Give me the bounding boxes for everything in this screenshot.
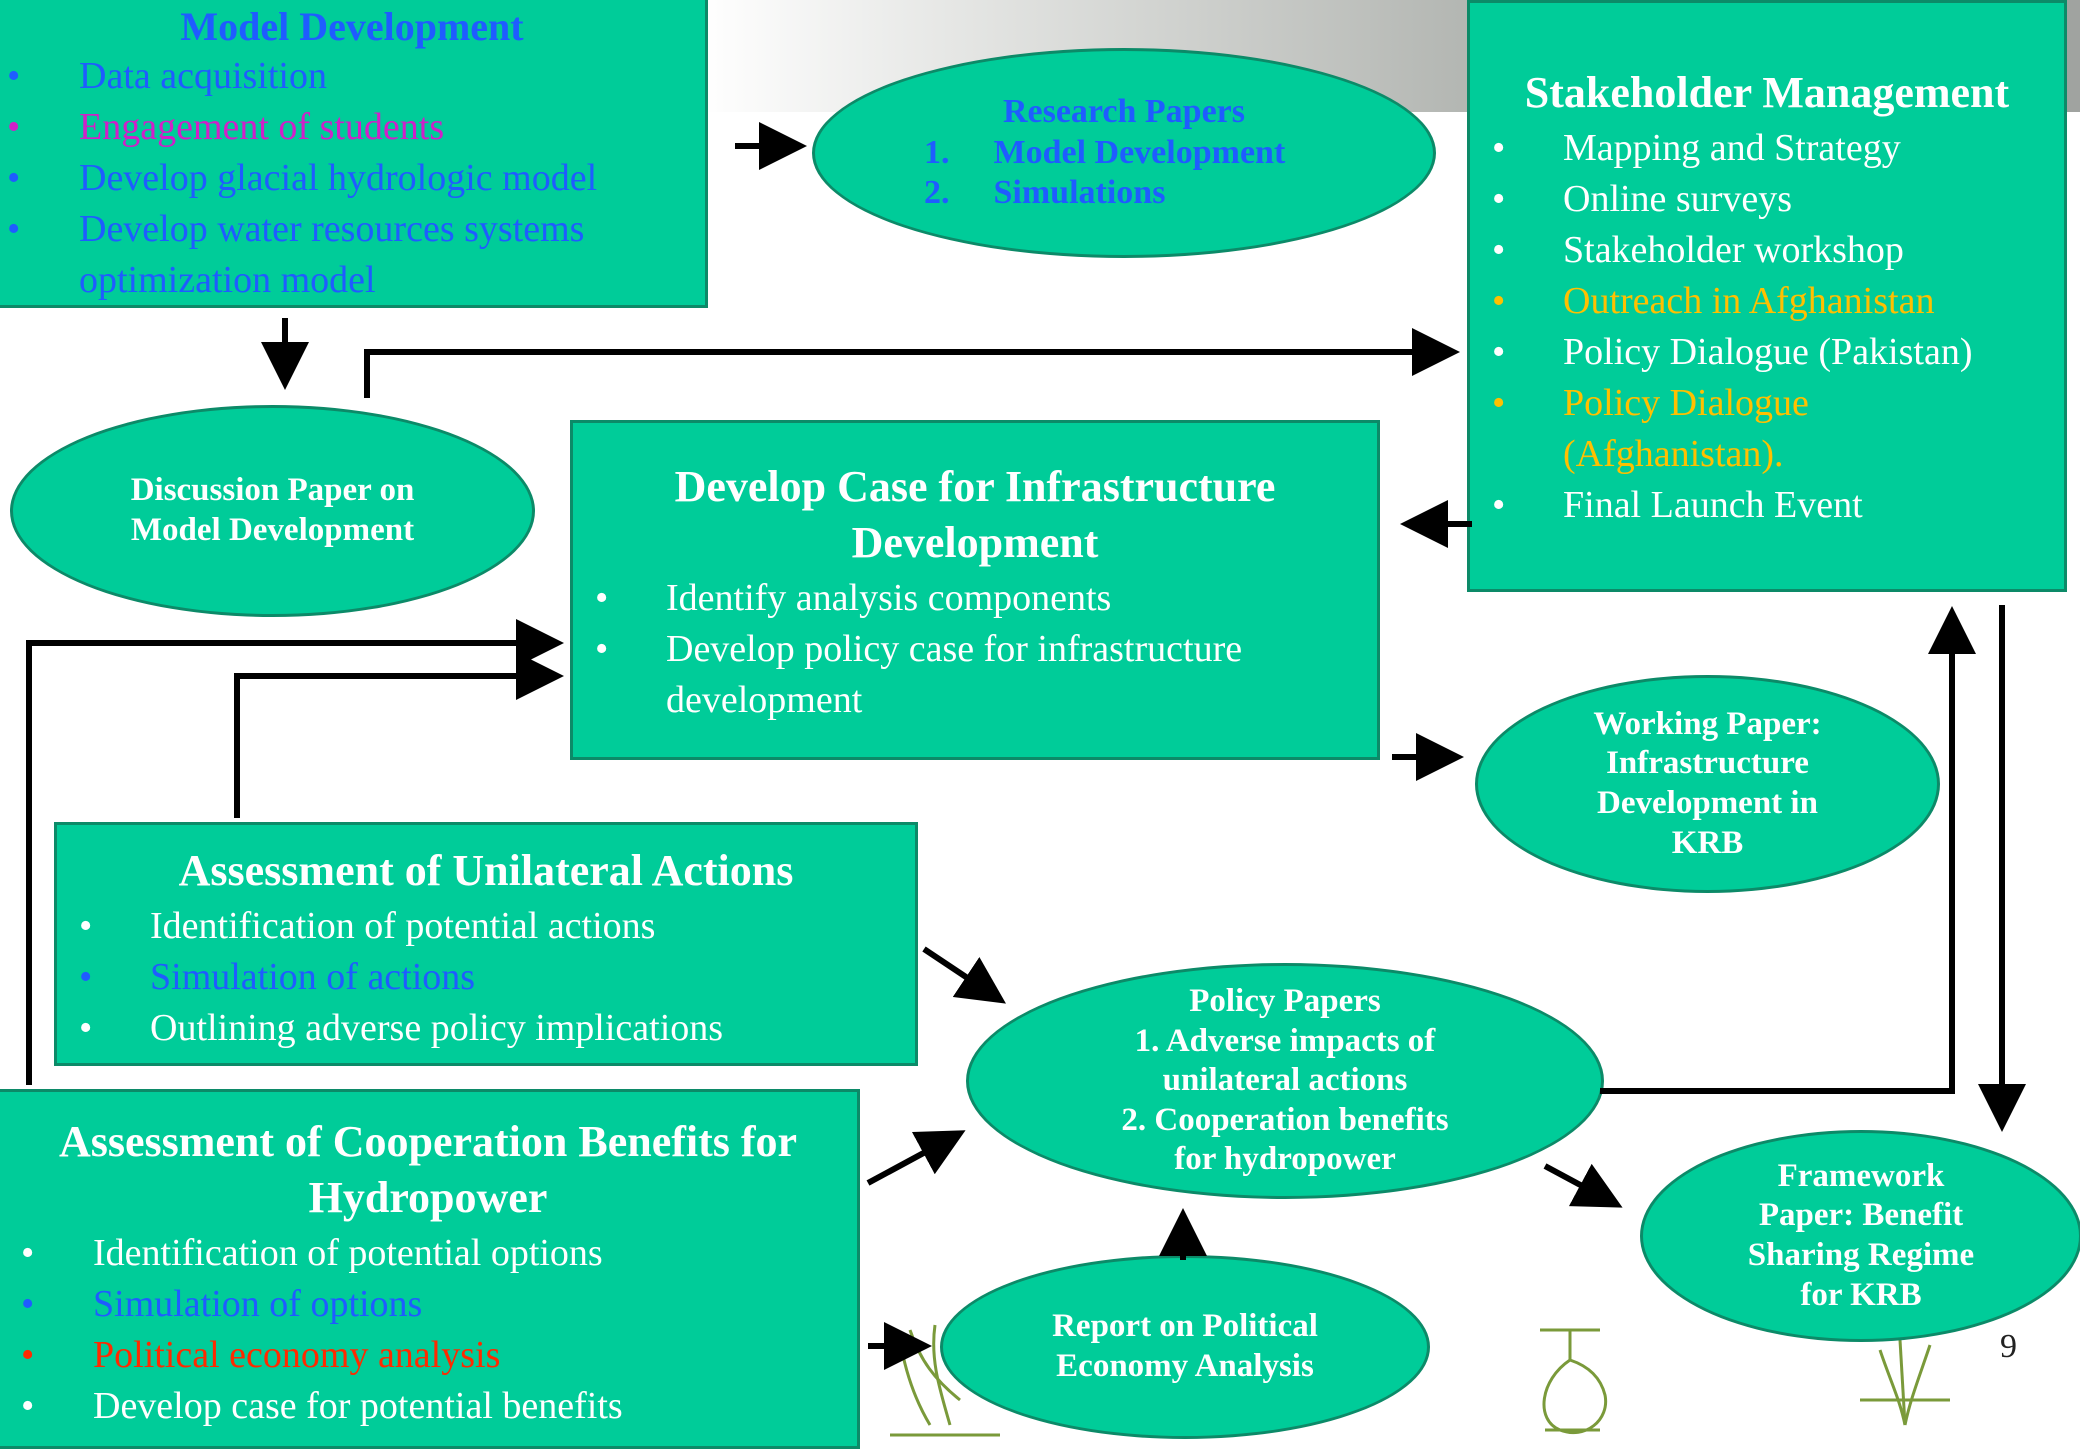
arrow-cooperation-to-policy xyxy=(866,1130,966,1186)
unilateral-item: • Outlining adverse policy implications xyxy=(79,1007,724,1049)
arrow-unilateral-to-policy xyxy=(922,946,1006,1004)
working-paper-ellipse: Working Paper: Infrastructure Developmen… xyxy=(1475,675,1940,893)
model-development-item: • Develop water resources systems optimi… xyxy=(7,208,585,301)
arrow-policy-to-framework xyxy=(1543,1163,1623,1208)
model-development-item: • Engagement of students xyxy=(7,106,445,148)
cooperation-item: • Political economy analysis xyxy=(21,1334,501,1376)
infrastructure-title: Develop Case for Infrastructure Developm… xyxy=(674,462,1276,567)
model-development-item: • Develop glacial hydrologic model xyxy=(7,157,598,199)
unilateral-item: • Identification of potential actions xyxy=(79,905,656,947)
model-development-box: Model Development • Data acquisition • E… xyxy=(0,0,708,308)
unilateral-title: Assessment of Unilateral Actions xyxy=(178,846,794,895)
stakeholder-management-box: Stakeholder Management • Mapping and Str… xyxy=(1467,0,2067,592)
arrow-unilateral-to-infrastructure xyxy=(234,652,564,818)
research-papers-title: Research Papers xyxy=(1002,92,1246,130)
cooperation-benefits-box: Assessment of Cooperation Benefits for H… xyxy=(0,1089,860,1449)
framework-paper-ellipse: Framework Paper: Benefit Sharing Regime … xyxy=(1640,1130,2080,1342)
stakeholder-item: • Policy Dialogue (Pakistan) xyxy=(1492,331,1973,373)
model-development-title: Model Development xyxy=(180,4,524,49)
page-number: 9 xyxy=(2000,1328,2017,1365)
stakeholder-item: • Online surveys xyxy=(1492,178,1793,220)
policy-papers-ellipse: Policy Papers 1. Adverse impacts of unil… xyxy=(966,963,1604,1199)
infrastructure-item: • Identify analysis components xyxy=(595,577,1112,619)
cooperation-item: • Develop case for potential benefits xyxy=(21,1385,623,1427)
discussion-paper-ellipse: Discussion Paper on Model Development xyxy=(10,405,535,617)
stakeholder-item: • Mapping and Strategy xyxy=(1492,127,1901,169)
cooperation-title: Assessment of Cooperation Benefits for H… xyxy=(58,1117,798,1222)
arrow-discussion-to-stakeholder xyxy=(364,328,1460,398)
unilateral-actions-box: Assessment of Unilateral Actions • Ident… xyxy=(54,822,918,1066)
stakeholder-item: • Stakeholder workshop xyxy=(1492,229,1904,271)
cooperation-item: • Identification of potential options xyxy=(21,1232,603,1274)
political-report-ellipse: Report on Political Economy Analysis xyxy=(940,1255,1430,1439)
stakeholder-item: • Policy Dialogue (Afghanistan). xyxy=(1492,382,1809,475)
unilateral-item: • Simulation of actions xyxy=(79,956,476,998)
infrastructure-box: Develop Case for Infrastructure Developm… xyxy=(570,420,1380,760)
cooperation-item: • Simulation of options xyxy=(21,1283,423,1325)
plant-logo-middle xyxy=(1540,1328,1608,1435)
stakeholder-item: • Final Launch Event xyxy=(1492,484,1863,526)
research-papers-ellipse: Research Papers 1. Model Development 2. … xyxy=(812,48,1436,258)
stakeholder-item: • Outreach in Afghanistan xyxy=(1492,280,1935,322)
stakeholder-management-title: Stakeholder Management xyxy=(1524,68,2010,117)
infrastructure-item: • Develop policy case for infrastructure… xyxy=(595,628,1243,721)
model-development-item: • Data acquisition xyxy=(7,55,327,97)
plant-logo-right xyxy=(1860,1339,1950,1426)
